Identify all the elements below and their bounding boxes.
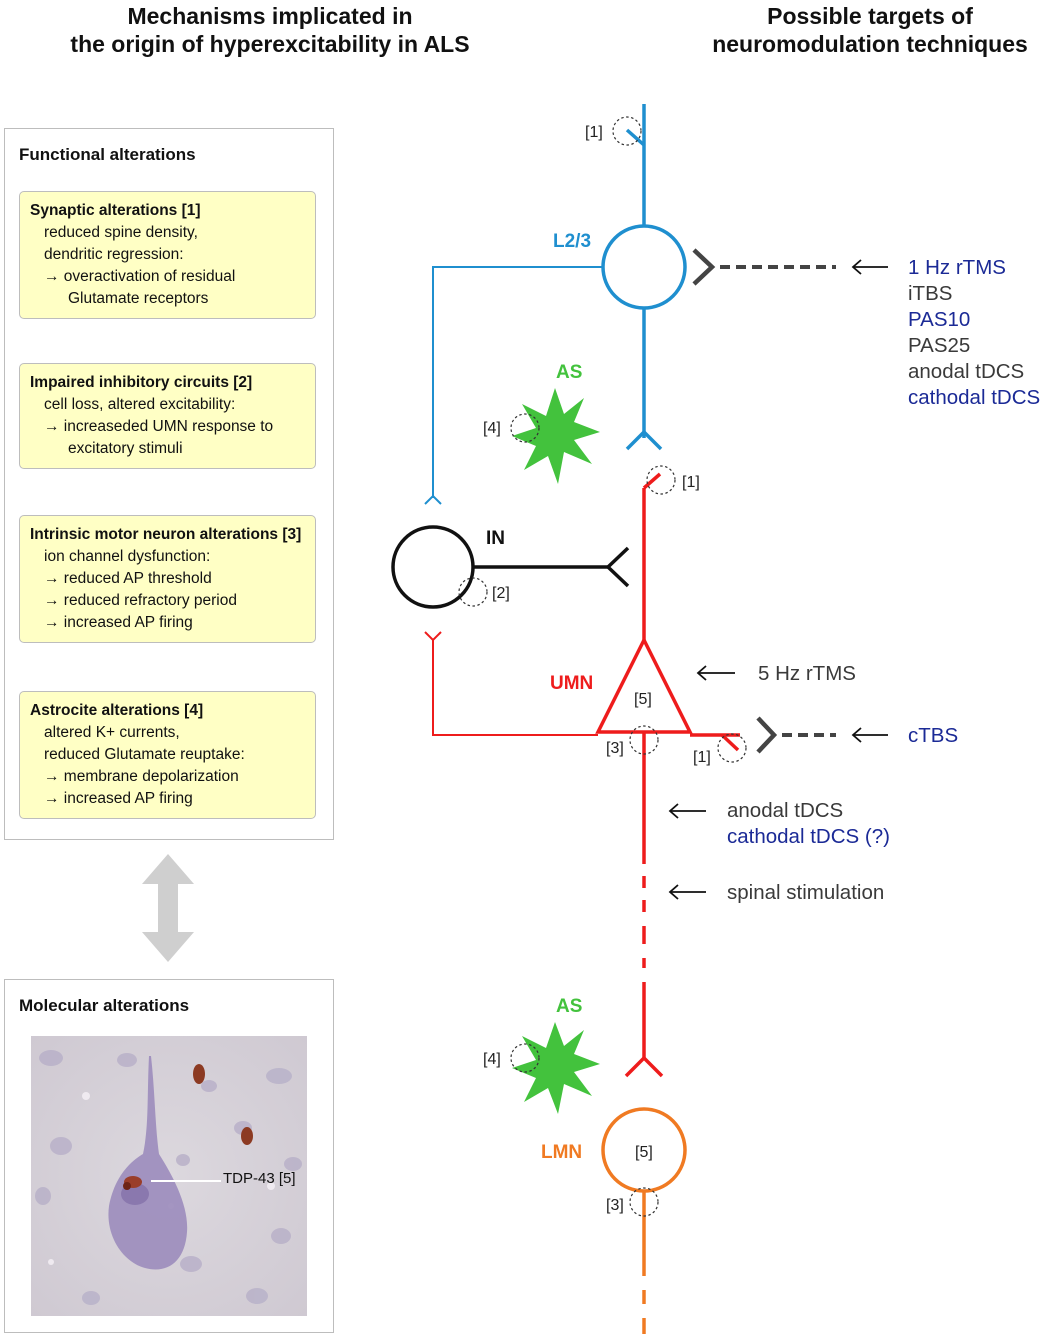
box-line: → increased AP firing (44, 614, 193, 631)
astrocyte-top-icon (512, 388, 600, 484)
lmn-label: LMN (541, 1142, 582, 1163)
umn-label: UMN (550, 673, 593, 694)
left-heading-line-1: Mechanisms implicated in (127, 3, 413, 29)
box-line: altered K+ currents, (44, 724, 180, 741)
astrocyte-bottom-label: AS (556, 996, 582, 1017)
marker-5-label: [5] (634, 691, 652, 708)
astrocyte-alterations-box: Astrocite alterations [4] altered K+ cur… (19, 691, 316, 819)
right-heading-line-2: neuromodulation techniques (712, 31, 1028, 57)
target-itbs: iTBS (908, 282, 952, 305)
box-line: → overactivation of residual (44, 268, 236, 285)
box-line: Glutamate receptors (68, 290, 209, 307)
box-line: → reduced refractory period (44, 592, 237, 609)
l23-label: L2/3 (553, 231, 591, 252)
target-axon-anodal-tdcs: anodal tDCS (727, 799, 843, 822)
box-line: → reduced AP threshold (44, 570, 212, 587)
box-title: Synaptic alterations [1] (30, 202, 201, 219)
box-line: dendritic regression: (44, 246, 184, 263)
target-5hz-rtms: 5 Hz rTMS (758, 662, 856, 685)
marker-circle (629, 725, 659, 755)
l23-targets: 1 Hz rTMS iTBS PAS10 PAS25 anodal tDCS c… (908, 256, 1040, 409)
box-line: reduced Glutamate reuptake: (44, 746, 245, 763)
astrocyte-bottom-icon (512, 1022, 600, 1114)
marker-circle (510, 413, 540, 443)
umn-collateral-axon (424, 631, 598, 736)
marker-5-label: [5] (635, 1144, 653, 1161)
marker-4-label: [4] (483, 420, 501, 437)
tdp43-histology-image: TDP-43 [5] (31, 1036, 307, 1316)
target-cathodal-tdcs: cathodal tDCS (908, 386, 1040, 409)
arrow-left-icon (696, 665, 735, 681)
upper-motor-neuron (595, 472, 740, 1078)
inhibitory-circuits-box: Impaired inhibitory circuits [2] cell lo… (19, 363, 316, 469)
molecular-alterations-title: Molecular alterations (19, 996, 190, 1015)
arrow-left-icon (668, 884, 706, 900)
double-arrow-icon (142, 854, 194, 962)
box-line: → membrane depolarization (44, 768, 239, 785)
marker-1-label: [1] (585, 124, 603, 141)
arrow-left-icon (851, 259, 888, 275)
target-1hz-rtms: 1 Hz rTMS (908, 256, 1006, 279)
marker-circles (458, 116, 747, 1217)
marker-circle (717, 733, 747, 763)
l23-stimulation-synapse (692, 248, 836, 286)
marker-1-label: [1] (693, 749, 711, 766)
molecular-alterations-panel: Molecular alterations (4, 979, 334, 1333)
box-title: Intrinsic motor neuron alterations [3] (30, 526, 302, 543)
target-spinal-stimulation: spinal stimulation (727, 881, 884, 904)
marker-circle (629, 1187, 659, 1217)
box-line: ion channel dysfunction: (44, 548, 211, 565)
ctbs-stimulation-synapse (756, 716, 836, 754)
arrow-left-icon (668, 803, 706, 819)
marker-circle (458, 577, 488, 607)
box-line: → increaseded UMN response to (44, 418, 274, 435)
interneuron (391, 525, 630, 609)
functional-alterations-panel: Functional alterations Synaptic alterati… (4, 128, 334, 840)
functional-alterations-title: Functional alterations (19, 145, 196, 164)
interneuron-label: IN (486, 528, 505, 549)
marker-circle (612, 116, 642, 146)
intrinsic-motor-neuron-box: Intrinsic motor neuron alterations [3] i… (19, 515, 316, 643)
right-column-heading: Possible targets of neuromodulation tech… (690, 2, 1050, 58)
box-line: cell loss, altered excitability: (44, 396, 236, 413)
marker-3-label: [3] (606, 740, 624, 757)
marker-circle (646, 465, 676, 495)
l23-neuron (601, 104, 687, 451)
box-line: → increased AP firing (44, 790, 193, 807)
marker-4-label: [4] (483, 1051, 501, 1068)
target-ctbs: cTBS (908, 724, 958, 747)
target-arrows (668, 259, 888, 900)
synaptic-alterations-box: Synaptic alterations [1] reduced spine d… (19, 191, 316, 319)
marker-2-label: [2] (492, 585, 510, 602)
left-heading-line-2: the origin of hyperexcitability in ALS (70, 31, 470, 57)
lower-motor-neuron (601, 1107, 687, 1334)
target-pas25: PAS25 (908, 334, 970, 357)
marker-circle (510, 1043, 540, 1073)
target-pas10: PAS10 (908, 308, 970, 331)
target-axon-cathodal-tdcs: cathodal tDCS (?) (727, 825, 890, 848)
astrocyte-top-label: AS (556, 362, 582, 383)
left-column-heading: Mechanisms implicated in the origin of h… (60, 2, 480, 58)
box-title: Astrocite alterations [4] (30, 702, 204, 719)
box-line: reduced spine density, (44, 224, 198, 241)
target-anodal-tdcs: anodal tDCS (908, 360, 1024, 383)
tdp43-label: TDP-43 [5] (223, 1170, 296, 1187)
l23-collateral-axon (424, 266, 604, 505)
right-heading-line-1: Possible targets of (767, 3, 973, 29)
marker-1-label: [1] (682, 474, 700, 491)
box-line: excitatory stimuli (68, 440, 183, 457)
box-title: Impaired inhibitory circuits [2] (30, 374, 253, 391)
arrow-left-icon (851, 727, 888, 743)
marker-3-label: [3] (606, 1197, 624, 1214)
